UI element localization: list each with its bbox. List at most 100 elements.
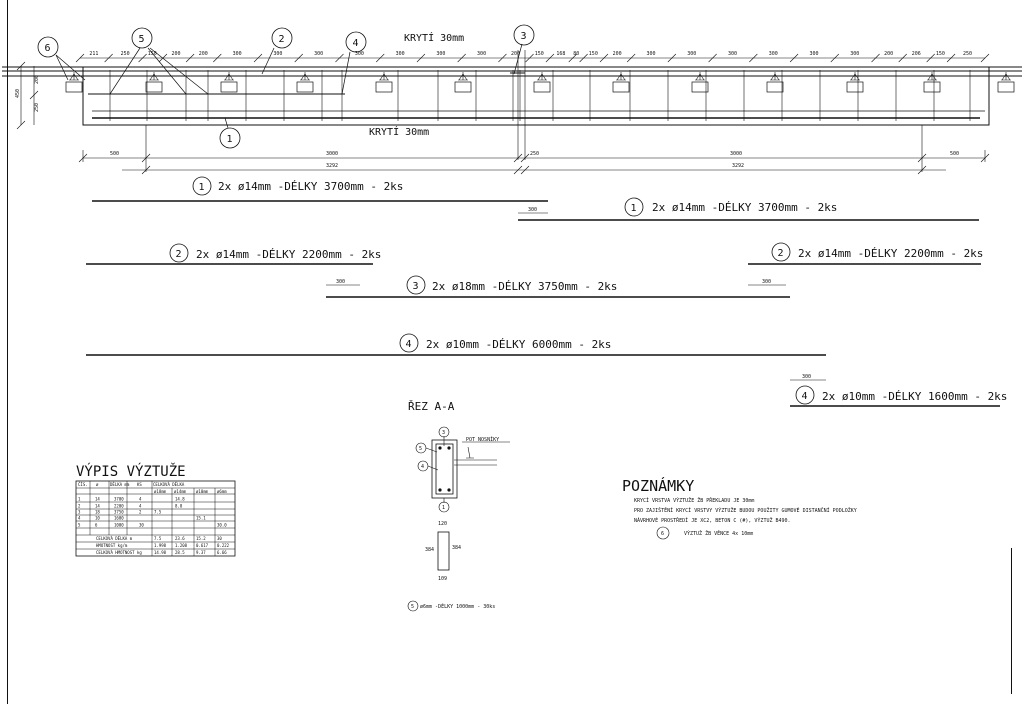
top-dim-label: 300 [647,51,656,57]
bar-1-right: 1 2x ø14mm -DÉLKY 3700mm - 2ks [518,197,979,221]
dim-3000-right: 3000 [730,151,742,157]
top-dim-label: 168 [556,51,565,57]
table-cell: 8.8 [175,504,183,509]
table-cell: 30 [139,523,144,528]
lap-dim-1: 300 [518,207,548,214]
table-total-value: 0.222 [217,543,230,548]
top-dim-label: 150 [589,51,598,57]
top-dim-tick [599,53,609,63]
top-dim-label: 206 [912,51,921,57]
dim-250: 250 [530,151,539,157]
support-pad [846,72,864,93]
top-dim-tick [708,53,717,63]
table-cell: 30.0 [217,523,227,528]
table-total-value: 28.5 [175,550,185,555]
support-pad [766,72,784,93]
table-cell: 3700 [114,497,124,502]
table-cell: 4 [78,516,81,521]
top-dim-label: 200 [511,51,520,57]
svg-text:2: 2 [176,249,182,260]
bar-2-left: 2 2x ø14mm -DÉLKY 2200mm - 2ks [86,243,381,265]
support-blocks [65,72,1015,93]
svg-text:5: 5 [139,34,145,45]
top-dim-tick [335,53,344,63]
top-dim-label: 150 [936,51,945,57]
callout-1: 1 [219,127,241,149]
callout-4: 4 [345,31,367,53]
table-header: KS [137,482,142,487]
top-dim-tick [253,53,263,63]
table-cell: 3 [78,510,81,515]
table-cell: 10 [95,516,100,521]
top-dim-label: 300 [436,51,445,57]
top-dim-label: 150 [148,51,157,57]
top-dim-label: 200 [172,51,181,57]
top-dim-tick [980,53,990,63]
support-pad [220,72,238,93]
top-dim-tick [213,53,222,63]
table-subheader: ø18mm [154,489,167,494]
dim-left-outer: 450 [15,89,21,98]
stirrup-label: ø6mm -DÉLKY 1000mm - 30ks [420,602,495,610]
table-header: CELKOVÁ DÉLKA [153,482,185,487]
top-dim-label: 80 [573,51,579,57]
top-dim-label: 250 [121,51,130,57]
support-pad [145,72,163,93]
top-dim-tick [926,53,935,63]
table-subheader: ø14mm [174,489,187,494]
top-dim-label: 200 [884,51,893,57]
table-cell: 1 [78,497,81,502]
table-cell: 2200 [114,504,124,509]
table-total-value: 6.66 [217,550,227,555]
table-cell: 18 [95,510,100,515]
svg-text:6: 6 [45,43,51,54]
svg-text:2x ø14mm -DÉLKY 3700mm - 2ks: 2x ø14mm -DÉLKY 3700mm - 2ks [652,201,837,214]
table-total-label: CELKOVÁ HMOTNOST kg [96,550,142,555]
dim-left-a: 200 [34,75,40,84]
table-cell: 4 [139,497,142,502]
svg-text:2: 2 [279,34,285,45]
table-cell: 2 [78,504,81,509]
top-dim-tick [946,53,956,63]
svg-text:2x ø14mm -DÉLKY 3700mm - 2ks: 2x ø14mm -DÉLKY 3700mm - 2ks [218,180,403,193]
svg-text:109: 109 [438,576,447,582]
svg-text:4: 4 [353,38,359,49]
top-dim-tick [626,53,636,63]
top-dim-label: 211 [89,51,98,57]
svg-text:384: 384 [425,547,434,553]
top-dim-label: 200 [613,51,622,57]
top-dim-tick [525,53,534,63]
dim-3000-left: 3000 [326,151,338,157]
top-dim-tick [457,53,466,63]
svg-text:1: 1 [631,203,637,214]
note-line-1: KRYCÍ VRSTVA VÝZTUŽE ŽB PŘEKLADU JE 30mm [634,496,754,504]
top-dim-label: 200 [199,51,208,57]
dim-left-b: 250 [34,103,40,112]
svg-text:2x ø14mm -DÉLKY 2200mm - 2ks: 2x ø14mm -DÉLKY 2200mm - 2ks [196,248,381,261]
top-dim-tick [158,53,168,63]
svg-text:2x ø18mm -DÉLKY 3750mm - 2ks: 2x ø18mm -DÉLKY 3750mm - 2ks [432,280,617,293]
table-total-label: HMOTNOST kg/m [96,543,128,548]
svg-text:2x ø14mm -DÉLKY 2200mm - 2ks: 2x ø14mm -DÉLKY 2200mm - 2ks [798,247,983,260]
top-dim-label: 300 [273,51,282,57]
section-a-a: ŘEZ A-A POT NOSNÍKY 3 5 4 1 120 384 384 … [407,400,510,612]
table-total-value: 9.37 [196,550,206,555]
svg-text:2: 2 [778,248,784,259]
top-dim-label: 300 [355,51,364,57]
table-cell: 2 [139,510,142,515]
table-cell: 14 [95,504,100,509]
top-dim-tick [185,53,195,63]
stirrup-lines [109,70,971,121]
table-total-value: 30 [217,536,222,541]
top-dim-tick [749,53,758,63]
table-total-label: CELKOVÁ DÉLKA m [96,536,133,541]
svg-text:120: 120 [438,521,447,527]
support-pad [612,72,630,93]
svg-text:1: 1 [442,505,445,511]
top-dim-tick [104,53,113,63]
top-dim-label: 300 [850,51,859,57]
table-cell: 7.5 [154,510,162,515]
table-total-value: 15.2 [196,536,206,541]
